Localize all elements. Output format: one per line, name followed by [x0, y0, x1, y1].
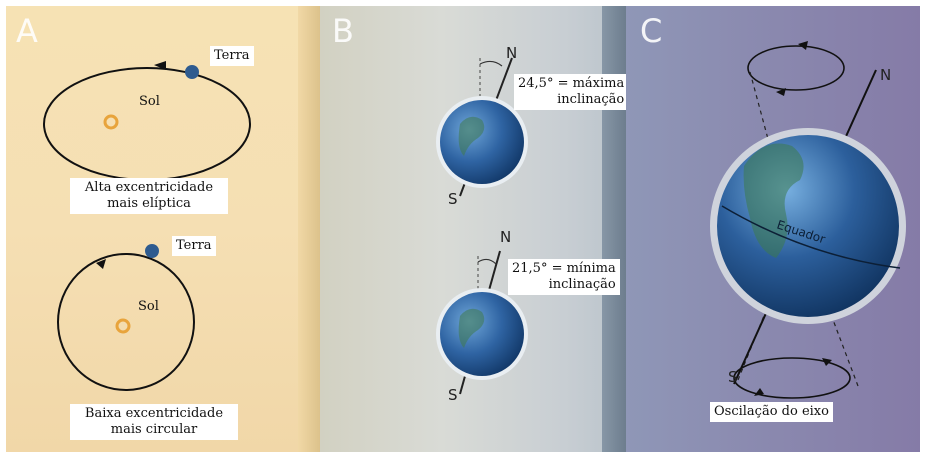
south-label-c: S [728, 368, 738, 386]
max-tilt-line2: inclinação [557, 92, 625, 107]
continent-min [458, 308, 485, 348]
panel-b-globes [436, 57, 528, 395]
south-label-max: S [448, 190, 458, 208]
panel-c-letter: C [640, 12, 663, 50]
caption-low-line1: Baixa excentricidade [84, 406, 224, 421]
sun-label-top: Sol [139, 94, 160, 109]
orbit-arrow-top [154, 61, 166, 70]
earth-icon-bottom [145, 244, 159, 258]
min-tilt-line2: inclinação [548, 277, 616, 292]
earth-label-bottom: Terra [172, 236, 216, 256]
earth-icon-top [185, 65, 199, 79]
caption-axis-oscillation: Oscilação do eixo [710, 402, 833, 422]
panel-a-letter: A [16, 12, 38, 50]
min-tilt-line1: 21,5° = mínima [512, 261, 616, 276]
panel-b-axial-tilt: B N S [320, 6, 626, 452]
panel-b-letter: B [332, 12, 354, 50]
caption-low-line2: mais circular [110, 422, 198, 437]
circular-orbit [57, 253, 195, 391]
caption-high-line1: Alta excentricidade [84, 180, 214, 195]
tilt-arc-min [477, 258, 497, 265]
min-tilt-label: 21,5° = mínima inclinação [508, 259, 620, 295]
earth-globe-min [440, 292, 524, 376]
panel-a-edge [298, 6, 320, 452]
precession-arrow-top-2 [776, 88, 786, 96]
continent-max [458, 116, 485, 156]
tilt-arc-max [479, 60, 503, 67]
north-label-max: N [506, 44, 518, 62]
panel-a-orbits [43, 61, 251, 391]
figure: A Terra Sol Alta excentricidade mais elí… [6, 6, 920, 452]
earth-label-top: Terra [210, 46, 254, 66]
max-tilt-line1: 24,5° = máxima [518, 76, 625, 91]
caption-high-eccentricity: Alta excentricidade mais elíptica [70, 178, 228, 214]
caption-high-line2: mais elíptica [107, 196, 191, 211]
max-tilt-label: 24,5° = máxima inclinação [514, 74, 626, 110]
south-label-min: S [448, 386, 458, 404]
sun-icon-top [103, 114, 119, 130]
sun-label-bottom: Sol [138, 299, 159, 314]
equator-line [721, 205, 901, 269]
panel-c-axial-precession: C Equador [626, 6, 920, 452]
earth-globe-max [440, 100, 524, 184]
elliptical-orbit [43, 67, 251, 181]
caption-low-eccentricity: Baixa excentricidade mais circular [70, 404, 238, 440]
orbit-arrow-bottom [96, 259, 106, 269]
precession-circle-top [747, 45, 845, 91]
precession-circle-bottom [733, 357, 851, 399]
precession-arrow-bottom-2 [754, 388, 764, 396]
north-label-c: N [880, 66, 892, 84]
precession-arrow-bottom-1 [822, 358, 832, 366]
sun-icon-bottom [115, 318, 131, 334]
panel-c-globe: Equador [710, 41, 906, 399]
precession-arrow-top-1 [798, 41, 808, 50]
north-label-min: N [500, 228, 512, 246]
continent-americas [743, 143, 804, 258]
panel-a-orbital-eccentricity: A Terra Sol Alta excentricidade mais elí… [6, 6, 320, 452]
